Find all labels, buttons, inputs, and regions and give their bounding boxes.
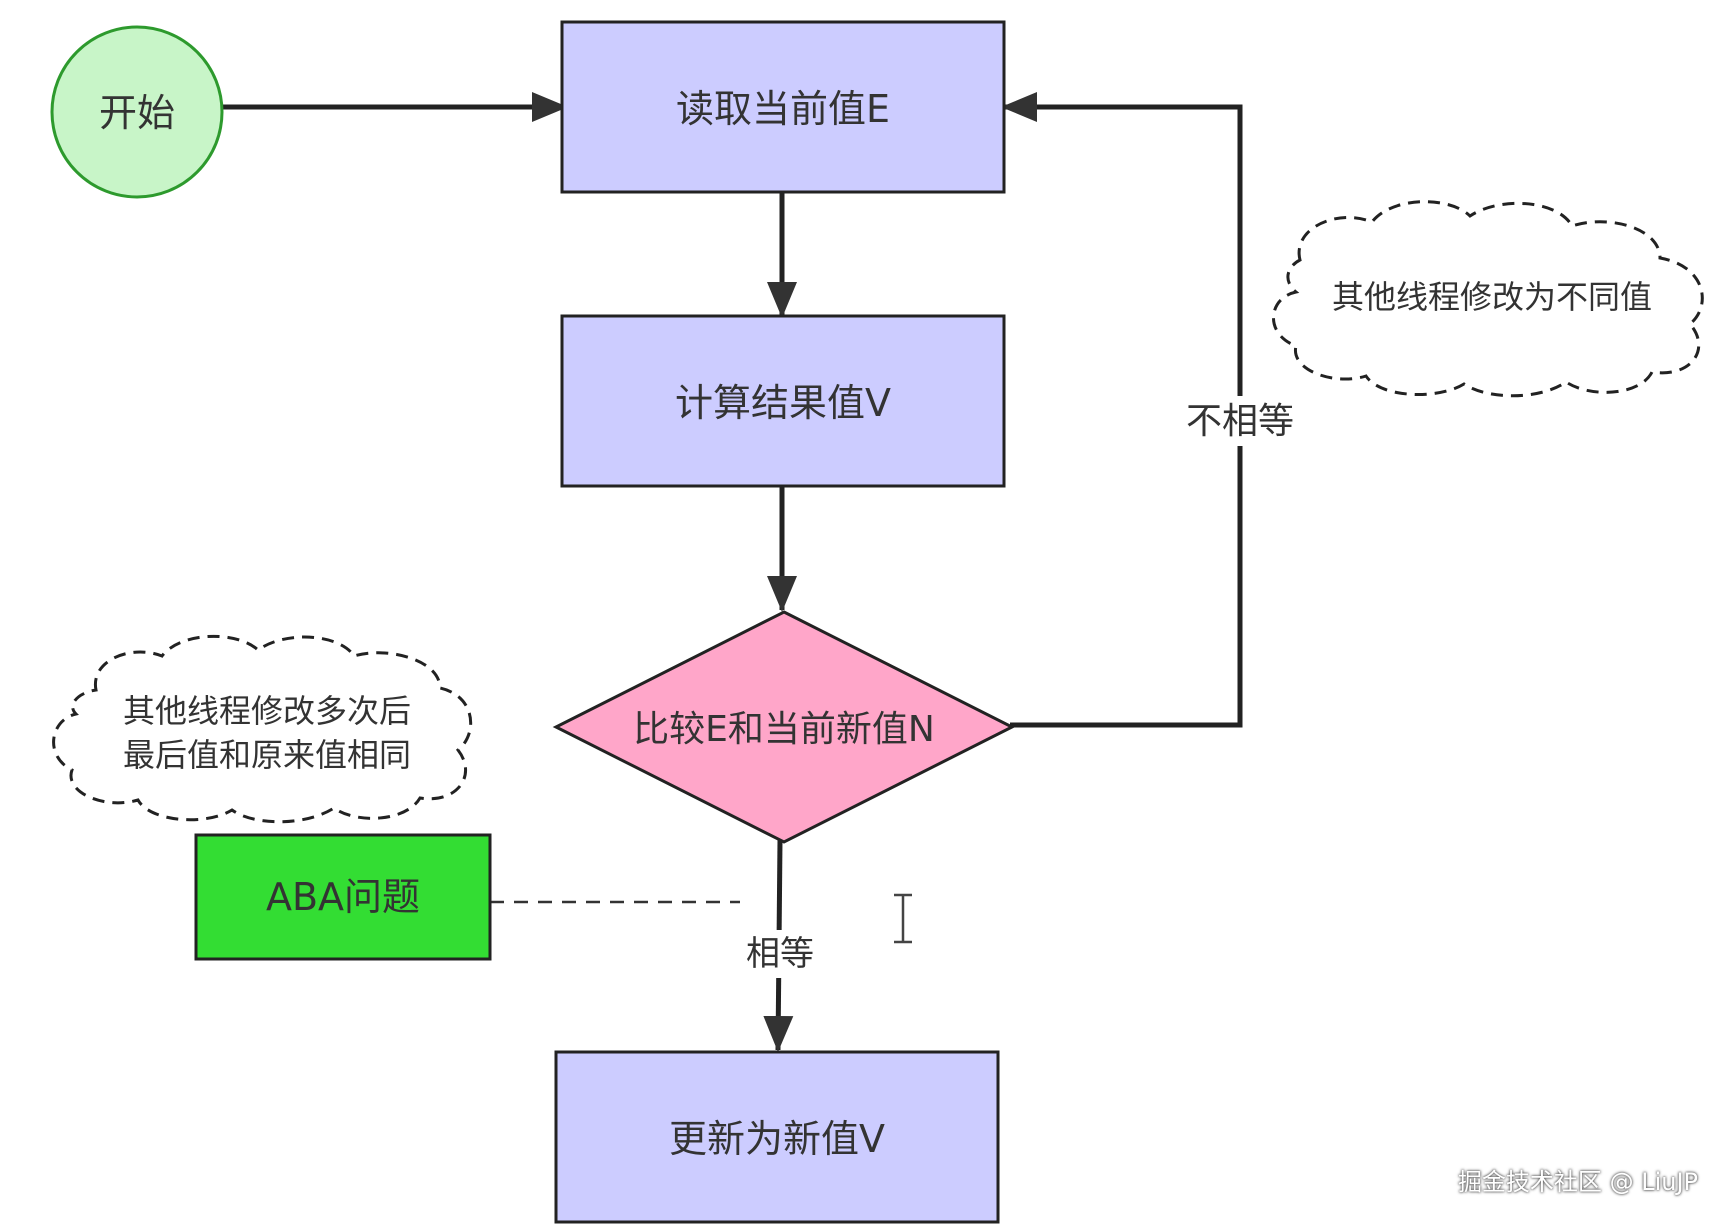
start-label: 开始	[99, 91, 175, 135]
watermark: 掘金技术社区 @ LiuJP	[1457, 1168, 1698, 1196]
aba-description-cloud-note: 其他线程修改多次后 最后值和原来值相同	[52, 634, 473, 824]
other-thread-cloud-note: 其他线程修改为不同值	[1272, 200, 1704, 398]
aba-note-line1: 其他线程修改多次后	[123, 692, 411, 730]
text-cursor-icon	[894, 893, 912, 944]
not-equal-label-bg	[1188, 396, 1292, 446]
not-equal-label: 不相等	[1186, 401, 1294, 442]
read-value-node[interactable]: 读取当前值E	[560, 20, 1006, 194]
update-value-node[interactable]: 更新为新值V	[554, 1050, 1000, 1224]
aba-problem-node[interactable]: ABA问题	[194, 833, 492, 961]
compare-decision-node[interactable]: 比较E和当前新值N	[552, 610, 1016, 844]
equal-label: 相等	[746, 934, 814, 974]
start-node[interactable]: 开始	[50, 25, 224, 199]
compute-result-label: 计算结果值V	[675, 381, 891, 425]
equal-label-bg	[743, 930, 817, 978]
read-value-label: 读取当前值E	[676, 87, 890, 131]
update-value-label: 更新为新值V	[669, 1117, 885, 1161]
other-thread-note-text: 其他线程修改为不同值	[1332, 278, 1652, 316]
aba-note-line2: 最后值和原来值相同	[123, 736, 411, 774]
compute-result-node[interactable]: 计算结果值V	[560, 314, 1006, 488]
aba-problem-label: ABA问题	[266, 875, 420, 919]
compare-decision-label: 比较E和当前新值N	[633, 709, 935, 750]
